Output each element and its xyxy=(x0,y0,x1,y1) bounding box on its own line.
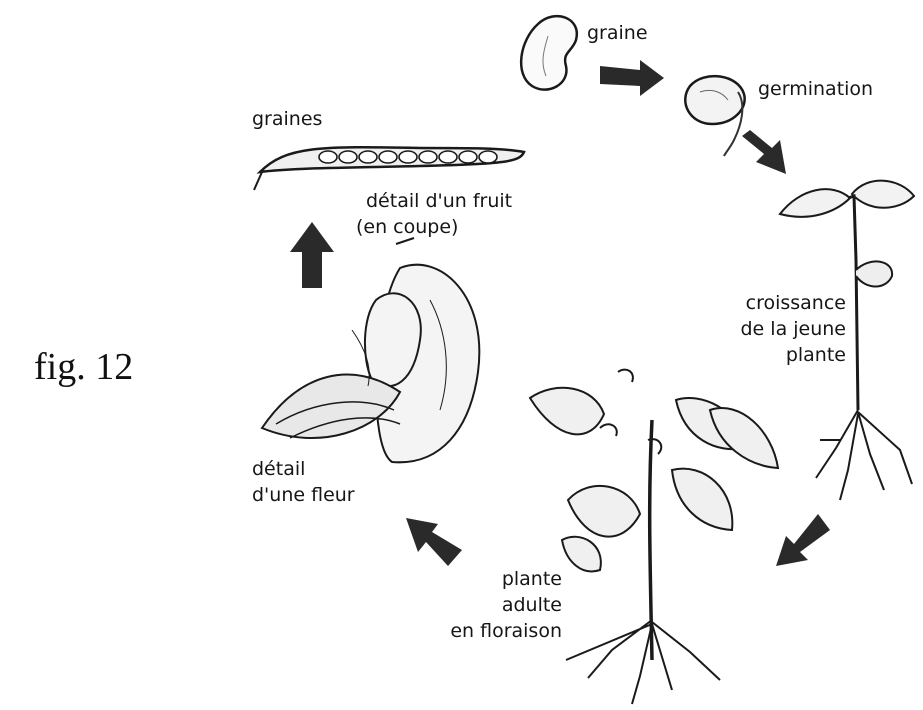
label-growth-line1: croissance xyxy=(690,292,846,314)
arrow-germination-to-seedling xyxy=(742,130,786,174)
label-growth-line2: de la jeune xyxy=(690,318,846,340)
label-seeds: graines xyxy=(252,108,322,130)
label-fruit-line1: détail d'un fruit xyxy=(366,190,512,212)
seed-drawing xyxy=(521,16,577,89)
arrow-seedling-to-adult xyxy=(776,514,830,566)
label-growth-line3: plante xyxy=(690,344,846,366)
label-seed: graine xyxy=(587,22,648,44)
label-adult-line1: plante xyxy=(400,568,562,590)
label-adult-line2: adulte xyxy=(400,594,562,616)
figure-label: fig. 12 xyxy=(34,345,133,389)
arrow-seed-to-germination xyxy=(600,60,664,96)
young-plant-drawing xyxy=(780,181,914,500)
label-germination: germination xyxy=(758,78,873,100)
label-flower-line2: d'une fleur xyxy=(252,484,355,506)
flower-detail-drawing xyxy=(262,265,479,463)
label-fruit-line2: (en coupe) xyxy=(356,216,458,238)
arrow-flower-to-fruit xyxy=(290,222,334,288)
germinating-seed-drawing xyxy=(685,76,744,156)
label-adult-line3: en floraison xyxy=(400,620,562,642)
pod-drawing xyxy=(254,147,524,190)
pointer-line xyxy=(396,238,414,244)
adult-plant-drawing xyxy=(530,370,778,704)
label-flower-line1: détail xyxy=(252,458,305,480)
arrow-adult-to-flower xyxy=(406,518,462,566)
